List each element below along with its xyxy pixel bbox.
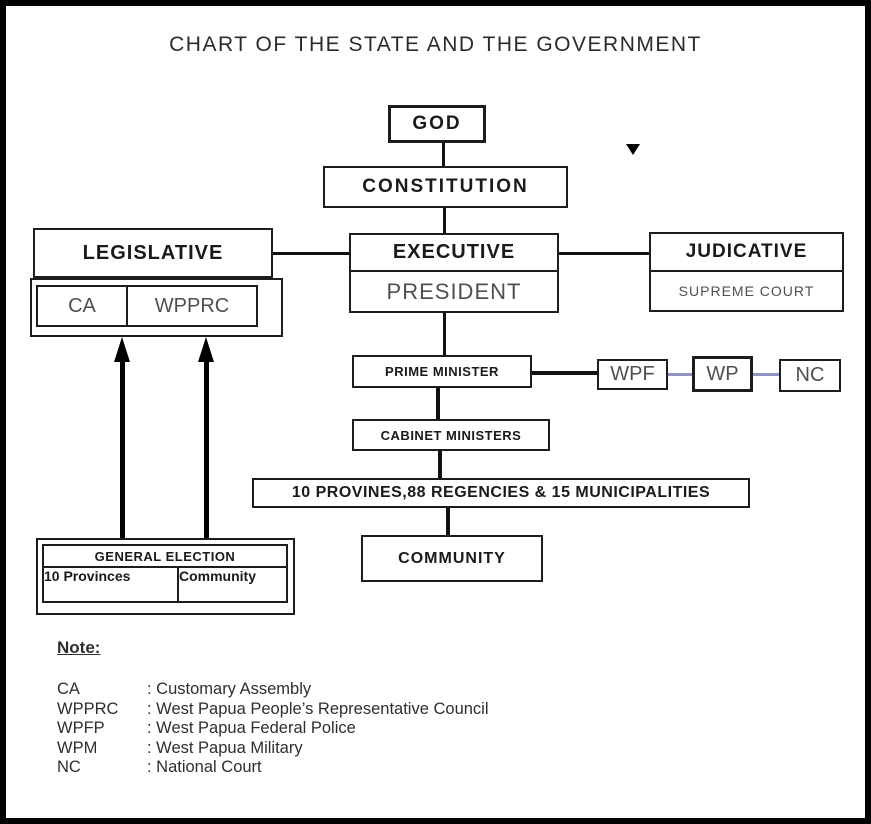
node-wpprc: WPPRC	[154, 294, 230, 317]
arrow-election-wpprc-head	[198, 337, 214, 362]
note-item-wpfp: WPFP : West Papua Federal Police	[57, 719, 489, 739]
node-nc: NC	[779, 359, 841, 392]
edge-legislative-executive	[273, 252, 350, 255]
note-definition: : Customary Assembly	[147, 680, 312, 698]
edge-prime-minister-wpf	[532, 371, 597, 375]
page-title: CHART OF THE STATE AND THE GOVERNMENT	[169, 33, 702, 56]
node-election-community: Community	[179, 568, 256, 584]
arrow-election-ca-head	[114, 337, 130, 362]
node-supreme-court: SUPREME COURT	[649, 270, 844, 312]
note-definition: : West Papua Federal Police	[147, 719, 356, 737]
note-abbr: WPM	[57, 738, 98, 757]
edge-prime-minister-cabinet	[436, 388, 440, 419]
cursor-triangle-icon	[626, 144, 640, 155]
general-election-box: GENERAL ELECTION 10 Provinces Community	[36, 538, 295, 615]
arrow-election-wpprc	[204, 360, 209, 544]
node-cabinet-ministers: CABINET MINISTERS	[352, 419, 550, 451]
arrow-election-ca	[120, 360, 125, 544]
node-wp: WP	[692, 356, 753, 392]
node-executive: EXECUTIVE	[349, 233, 559, 272]
note-definition: : National Court	[147, 758, 262, 776]
note-abbr: WPFP	[57, 719, 105, 737]
edge-executive-judicative	[559, 252, 649, 255]
note-definition: : West Papua People’s Representative Cou…	[147, 699, 489, 718]
general-election-inner: GENERAL ELECTION 10 Provinces Community	[42, 544, 288, 603]
edge-provinces-community	[446, 508, 450, 535]
node-judicative: JUDICATIVE	[649, 232, 844, 272]
note-item-ca: CA : Customary Assembly	[57, 680, 489, 700]
note-item-wpm: WPM : West Papua Military	[57, 739, 489, 759]
edge-god-constitution	[442, 143, 445, 167]
node-general-election: GENERAL ELECTION	[44, 546, 286, 568]
node-community: COMMUNITY	[361, 535, 543, 582]
note-abbr: CA	[57, 680, 80, 698]
note-item-wpprc: WPPRC : West Papua People’s Representati…	[57, 700, 489, 720]
legislative-bodies-box: CA WPPRC	[36, 285, 258, 327]
node-ca: CA	[38, 287, 128, 325]
node-president: PRESIDENT	[349, 270, 559, 313]
node-election-provinces: 10 Provinces	[44, 568, 179, 601]
node-god: GOD	[388, 105, 486, 143]
edge-wpf-wp	[668, 373, 692, 376]
note-heading: Note:	[57, 638, 101, 657]
node-prime-minister: PRIME MINISTER	[352, 355, 532, 388]
note-section: Note: CA : Customary Assembly WPPRC : We…	[57, 638, 489, 778]
edge-president-prime-minister	[443, 313, 446, 355]
note-abbr: NC	[57, 758, 81, 776]
note-definition: : West Papua Military	[147, 738, 303, 757]
node-legislative: LEGISLATIVE	[33, 228, 273, 278]
note-item-nc: NC : National Court	[57, 758, 489, 778]
note-abbr: WPPRC	[57, 699, 119, 718]
edge-constitution-executive	[443, 208, 446, 233]
edge-wp-nc	[753, 373, 779, 376]
node-wpf: WPF	[597, 359, 668, 390]
node-constitution: CONSTITUTION	[323, 166, 568, 208]
edge-cabinet-provinces	[438, 451, 442, 478]
node-provinces-regencies: 10 PROVINES,88 REGENCIES & 15 MUNICIPALI…	[252, 478, 750, 508]
